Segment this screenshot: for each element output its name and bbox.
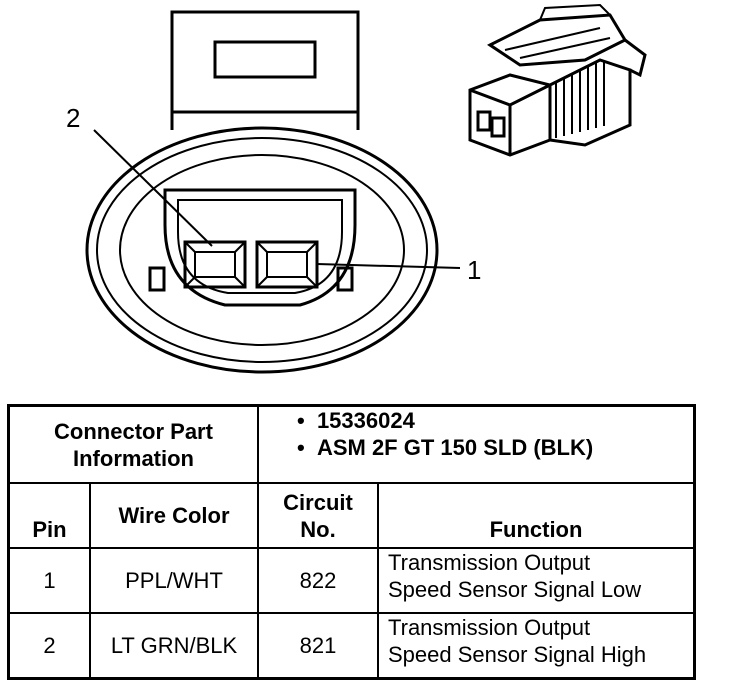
row2-function: Transmission Output Speed Sensor Signal … bbox=[388, 614, 693, 677]
connector-part-list: • 15336024 • ASM 2F GT 150 SLD (BLK) bbox=[297, 407, 693, 482]
row2-function-line1: Transmission Output bbox=[388, 615, 591, 640]
connector-iso-sketch bbox=[468, 3, 647, 157]
latch-window bbox=[213, 40, 317, 79]
pin2-callout: 2 bbox=[66, 103, 81, 133]
connector-info-label: Connector Part Information bbox=[10, 407, 257, 482]
pin1-callout: 1 bbox=[467, 255, 482, 285]
row1-function-line1: Transmission Output bbox=[388, 550, 591, 575]
inner-ring bbox=[119, 154, 405, 346]
pinout-table: Connector Part Information • 15336024 • … bbox=[7, 404, 696, 680]
part-description-item: • ASM 2F GT 150 SLD (BLK) bbox=[297, 434, 593, 461]
connector-face-drawing bbox=[85, 3, 647, 374]
latch-outline bbox=[170, 10, 360, 130]
connector-info-label-line1: Connector Part bbox=[54, 418, 213, 444]
row2-circuit: 821 bbox=[299, 633, 337, 658]
pin2-terminal bbox=[183, 240, 247, 289]
part-number: 15336024 bbox=[316, 408, 415, 433]
header-wire-color: Wire Color bbox=[118, 503, 230, 528]
row1-circuit: 822 bbox=[299, 568, 337, 593]
header-circuit-line2: No. bbox=[300, 516, 336, 542]
pin2-leader bbox=[93, 129, 213, 247]
header-circuit: Circuit No. bbox=[259, 484, 377, 547]
row1-function: Transmission Output Speed Sensor Signal … bbox=[388, 549, 693, 612]
connector-info-label-line2: Information bbox=[73, 445, 194, 471]
row1-pin: 1 bbox=[43, 568, 56, 593]
header-circuit-line1: Circuit bbox=[283, 489, 353, 515]
header-pin: Pin bbox=[32, 517, 67, 542]
part-number-item: • 15336024 bbox=[297, 407, 415, 434]
row1-function-line2: Speed Sensor Signal Low bbox=[388, 577, 642, 602]
header-function: Function bbox=[489, 517, 583, 542]
outer-shell bbox=[85, 126, 439, 374]
row2-pin: 2 bbox=[43, 633, 56, 658]
row2-wire-color: LT GRN/BLK bbox=[110, 633, 238, 658]
connector-illustration: 2 1 bbox=[66, 3, 647, 374]
part-description: ASM 2F GT 150 SLD (BLK) bbox=[316, 435, 594, 460]
bullet-icon: • bbox=[297, 435, 305, 460]
row1-wire-color: PPL/WHT bbox=[125, 568, 223, 593]
bullet-icon: • bbox=[297, 408, 305, 433]
cavity-body bbox=[163, 188, 357, 307]
pin1-leader bbox=[316, 263, 461, 269]
row2-function-line2: Speed Sensor Signal High bbox=[388, 642, 647, 667]
